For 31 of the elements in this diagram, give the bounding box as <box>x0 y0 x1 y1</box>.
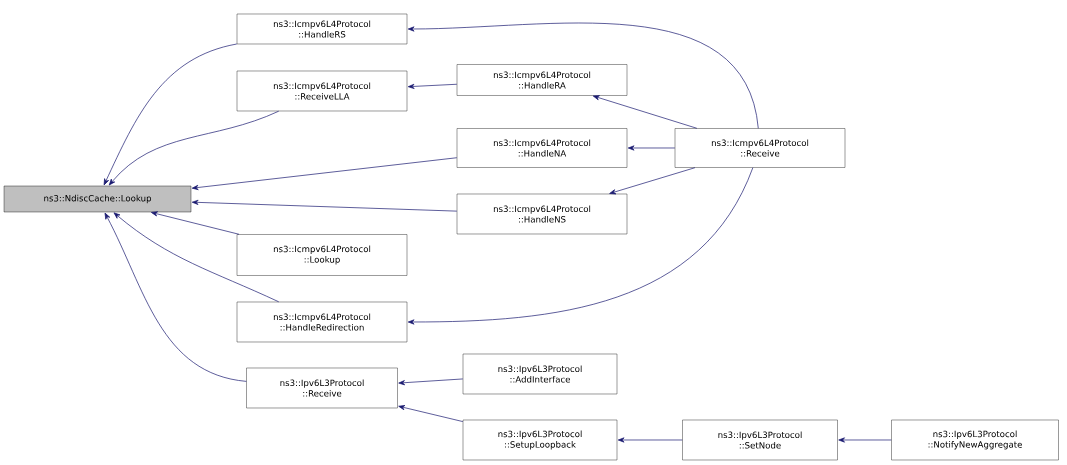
arrow <box>103 43 238 186</box>
function-box: ns3::Icmpv6L4Protocol ::HandleRS <box>236 13 408 45</box>
arrow <box>592 95 698 129</box>
arrow <box>398 378 464 386</box>
function-box: ns3::Icmpv6L4Protocol ::ReceiveLLA <box>236 70 408 112</box>
function-box: ns3::Ipv6L3Protocol ::NotifyNewAggregate <box>891 419 1059 461</box>
function-box: ns3::Icmpv6L4Protocol ::Receive <box>674 128 846 168</box>
arrow <box>407 167 754 325</box>
function-box: ns3::Icmpv6L4Protocol ::Lookup <box>236 234 408 276</box>
arrow <box>627 145 676 151</box>
function-box: ns3::Icmpv6L4Protocol ::HandleNS <box>456 193 628 235</box>
function-box: ns3::Ipv6L3Protocol ::SetNode <box>682 419 838 461</box>
arrow <box>191 157 458 191</box>
arrow <box>113 212 280 303</box>
arrow <box>191 199 458 212</box>
function-box: ns3::Ipv6L3Protocol ::Receive <box>246 367 398 409</box>
function-box: ns3::Ipv6L3Protocol ::SetupLoopback <box>462 419 618 461</box>
arrow <box>617 437 683 443</box>
arrow <box>407 83 458 89</box>
function-box: ns3::Icmpv6L4Protocol ::HandleRA <box>456 64 628 96</box>
function-box: ns3::NdiscCache::Lookup <box>3 185 192 213</box>
arrow <box>838 437 892 443</box>
function-box: ns3::Icmpv6L4Protocol ::HandleNA <box>456 128 628 168</box>
arrow <box>609 167 696 195</box>
arrow <box>108 110 280 186</box>
arrow <box>407 22 759 129</box>
arrow <box>398 405 464 422</box>
function-box: ns3::Icmpv6L4Protocol ::HandleRedirection <box>236 301 408 343</box>
arrow <box>151 211 240 235</box>
arrow <box>104 212 247 382</box>
function-box: ns3::Ipv6L3Protocol ::AddInterface <box>462 353 618 395</box>
